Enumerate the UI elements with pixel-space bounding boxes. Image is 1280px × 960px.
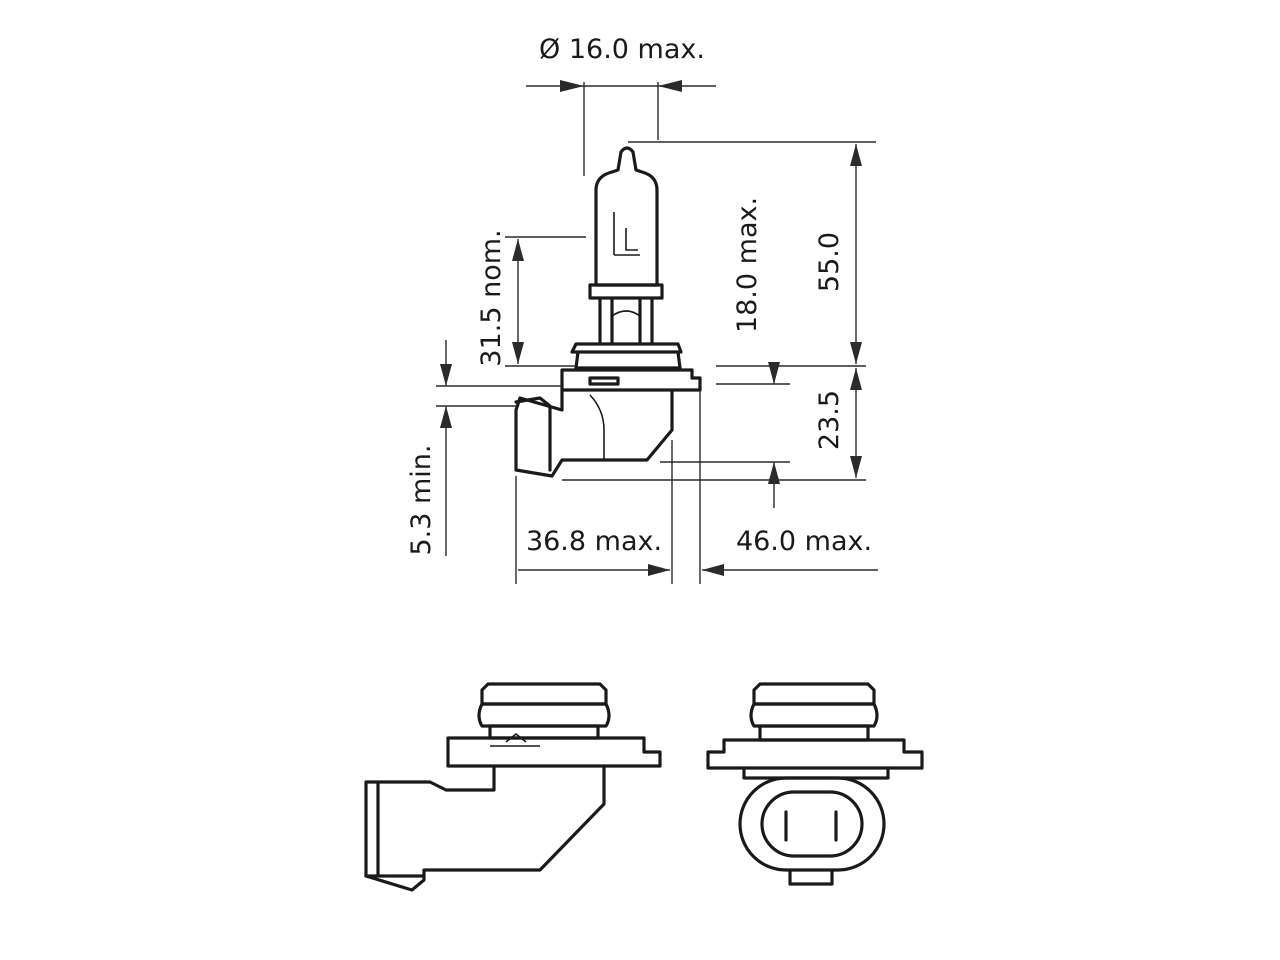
extension-lines (436, 82, 876, 584)
label-diameter: Ø 16.0 max. (539, 34, 705, 65)
neck-detail (611, 310, 641, 317)
connector-body (514, 388, 674, 478)
label-base-depth: 23.5 (814, 390, 845, 450)
seal-ring (570, 342, 683, 370)
label-glass-length: 18.0 max. (732, 197, 763, 333)
connector-edge (589, 394, 605, 460)
label-connector-width: 36.8 max. (526, 526, 662, 557)
label-min-clearance: 5.3 min. (406, 444, 437, 555)
base-side-view (364, 682, 662, 892)
mounting-flange (560, 368, 702, 392)
filament (613, 212, 640, 256)
bulb-neck (588, 283, 664, 344)
bulb-side-view (514, 146, 702, 478)
base-front-view (706, 682, 924, 886)
bulb-glass-capsule (594, 146, 659, 287)
dimension-arrows (440, 80, 878, 576)
connector-plug (514, 396, 552, 472)
label-light-center: 31.5 nom. (476, 229, 507, 366)
label-flange-width: 46.0 max. (736, 526, 872, 557)
label-overall-length: 55.0 (814, 232, 845, 292)
